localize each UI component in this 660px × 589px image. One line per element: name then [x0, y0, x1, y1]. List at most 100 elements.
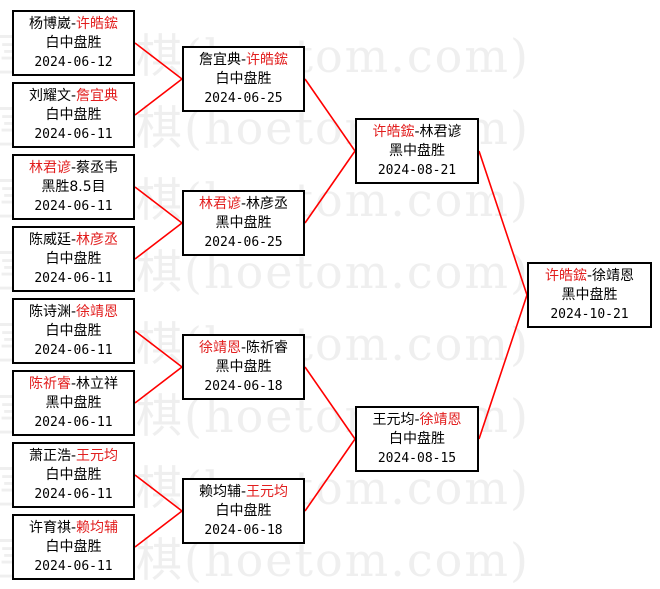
player-name: 刘耀文 — [28, 88, 71, 104]
match-players: 萧正浩-王元均 — [14, 447, 133, 466]
match-result: 黑中盘胜 — [561, 287, 618, 303]
player-separator: - — [414, 124, 420, 140]
player-separator: - — [70, 88, 77, 104]
bracket-connector-line — [304, 150, 356, 224]
player-separator: - — [240, 196, 247, 212]
bracket-connector-line — [134, 330, 183, 368]
bracket-connector-line — [134, 186, 183, 224]
player-name: 许育祺 — [28, 520, 71, 536]
player-separator: - — [70, 376, 77, 392]
match-result: 黑中盘胜 — [215, 215, 272, 231]
player-name: 许皓鋐 — [544, 268, 587, 284]
player-name: 蔡丞韦 — [76, 160, 119, 176]
match-date: 2024-06-11 — [34, 271, 113, 286]
match-date: 2024-06-12 — [34, 55, 113, 70]
match-players: 赖均辅-王元均 — [184, 483, 303, 502]
player-separator: - — [70, 16, 77, 32]
player-name: 徐靖恩 — [76, 304, 119, 320]
match-result: 白中盘胜 — [45, 323, 102, 339]
player-name: 许皓鋐 — [76, 16, 119, 32]
match-players: 许育祺-赖均辅 — [14, 519, 133, 538]
player-name: 林彦丞 — [246, 196, 289, 212]
bracket-connector-line — [134, 222, 183, 260]
match-players: 徐靖恩-陈祈睿 — [184, 339, 303, 358]
player-separator: - — [586, 268, 593, 284]
player-name: 王元均 — [76, 448, 119, 464]
match-date: 2024-08-15 — [377, 451, 457, 466]
match-result: 黑胜8.5目 — [41, 179, 106, 195]
match-players: 杨博崴-许皓鋐 — [14, 15, 133, 34]
bracket-connector-line — [134, 474, 183, 512]
match-box-round2: 赖均辅-王元均白中盘胜 2024-06-18 — [182, 478, 305, 544]
player-name: 赖均辅 — [198, 484, 241, 500]
player-name: 陈祈睿 — [28, 376, 71, 392]
match-box-round1: 刘耀文-詹宜典白中盘胜 2024-06-11 — [12, 82, 135, 148]
match-players: 刘耀文-詹宜典 — [14, 87, 133, 106]
match-players: 王元均-徐靖恩 — [357, 411, 477, 430]
match-date: 2024-10-21 — [550, 307, 629, 322]
match-players: 詹宜典-许皓鋐 — [184, 51, 303, 70]
match-date: 2024-06-11 — [34, 343, 113, 358]
player-name: 陈威廷 — [28, 232, 71, 248]
match-box-final: 许皓鋐-徐靖恩黑中盘胜 2024-10-21 — [527, 262, 652, 328]
match-date: 2024-06-25 — [204, 235, 283, 250]
match-result: 黑中盘胜 — [389, 143, 445, 159]
match-box-round1: 杨博崴-许皓鋐白中盘胜 2024-06-12 — [12, 10, 135, 76]
match-result: 白中盘胜 — [45, 251, 102, 267]
bracket-connector-line — [134, 78, 183, 116]
match-players: 林君谚-林彦丞 — [184, 195, 303, 214]
bracket-connector-line — [304, 78, 356, 152]
match-result: 白中盘胜 — [45, 35, 102, 51]
match-box-round3: 许皓鋐-林君谚黑中盘胜 2024-08-21 — [355, 118, 479, 184]
match-result: 黑中盘胜 — [215, 359, 272, 375]
match-players: 陈诗渊-徐靖恩 — [14, 303, 133, 322]
bracket-connector-line — [134, 366, 183, 404]
bracket-connector-line — [478, 294, 528, 440]
match-players: 陈威廷-林彦丞 — [14, 231, 133, 250]
match-box-round1: 许育祺-赖均辅白中盘胜 2024-06-11 — [12, 514, 135, 580]
match-players: 林君谚-蔡丞韦 — [14, 159, 133, 178]
match-box-round1: 陈威廷-林彦丞白中盘胜 2024-06-11 — [12, 226, 135, 292]
match-result: 白中盘胜 — [45, 107, 102, 123]
match-players: 许皓鋐-徐靖恩 — [529, 267, 650, 286]
bracket-connector-line — [134, 510, 183, 548]
player-name: 徐靖恩 — [198, 340, 241, 356]
bracket-connector-line — [134, 42, 183, 80]
match-box-round2: 詹宜典-许皓鋐白中盘胜 2024-06-25 — [182, 46, 305, 112]
bracket-connector-line — [478, 150, 528, 296]
player-name: 许皓鋐 — [372, 124, 415, 140]
match-result: 白中盘胜 — [215, 71, 272, 87]
player-separator: - — [240, 52, 247, 68]
player-separator: - — [414, 412, 420, 428]
player-name: 林彦丞 — [76, 232, 119, 248]
match-box-round1: 陈诗渊-徐靖恩白中盘胜 2024-06-11 — [12, 298, 135, 364]
player-name: 陈祈睿 — [246, 340, 289, 356]
match-date: 2024-06-11 — [34, 415, 113, 430]
match-date: 2024-06-11 — [34, 127, 113, 142]
match-result: 白中盘胜 — [215, 503, 272, 519]
match-date: 2024-06-11 — [34, 559, 113, 574]
player-name: 林君谚 — [198, 196, 241, 212]
bracket-connector-line — [304, 438, 356, 512]
match-date: 2024-06-18 — [204, 523, 283, 538]
match-result: 黑中盘胜 — [45, 395, 102, 411]
match-date: 2024-08-21 — [377, 163, 457, 178]
player-name: 詹宜典 — [198, 52, 241, 68]
match-date: 2024-06-11 — [34, 199, 113, 214]
player-separator: - — [70, 448, 77, 464]
player-separator: - — [70, 520, 77, 536]
match-result: 白中盘胜 — [45, 539, 102, 555]
player-name: 王元均 — [246, 484, 289, 500]
player-name: 林君谚 — [419, 124, 462, 140]
player-name: 徐靖恩 — [419, 412, 462, 428]
player-name: 林君谚 — [28, 160, 71, 176]
match-date: 2024-06-25 — [204, 91, 283, 106]
player-separator: - — [70, 160, 77, 176]
